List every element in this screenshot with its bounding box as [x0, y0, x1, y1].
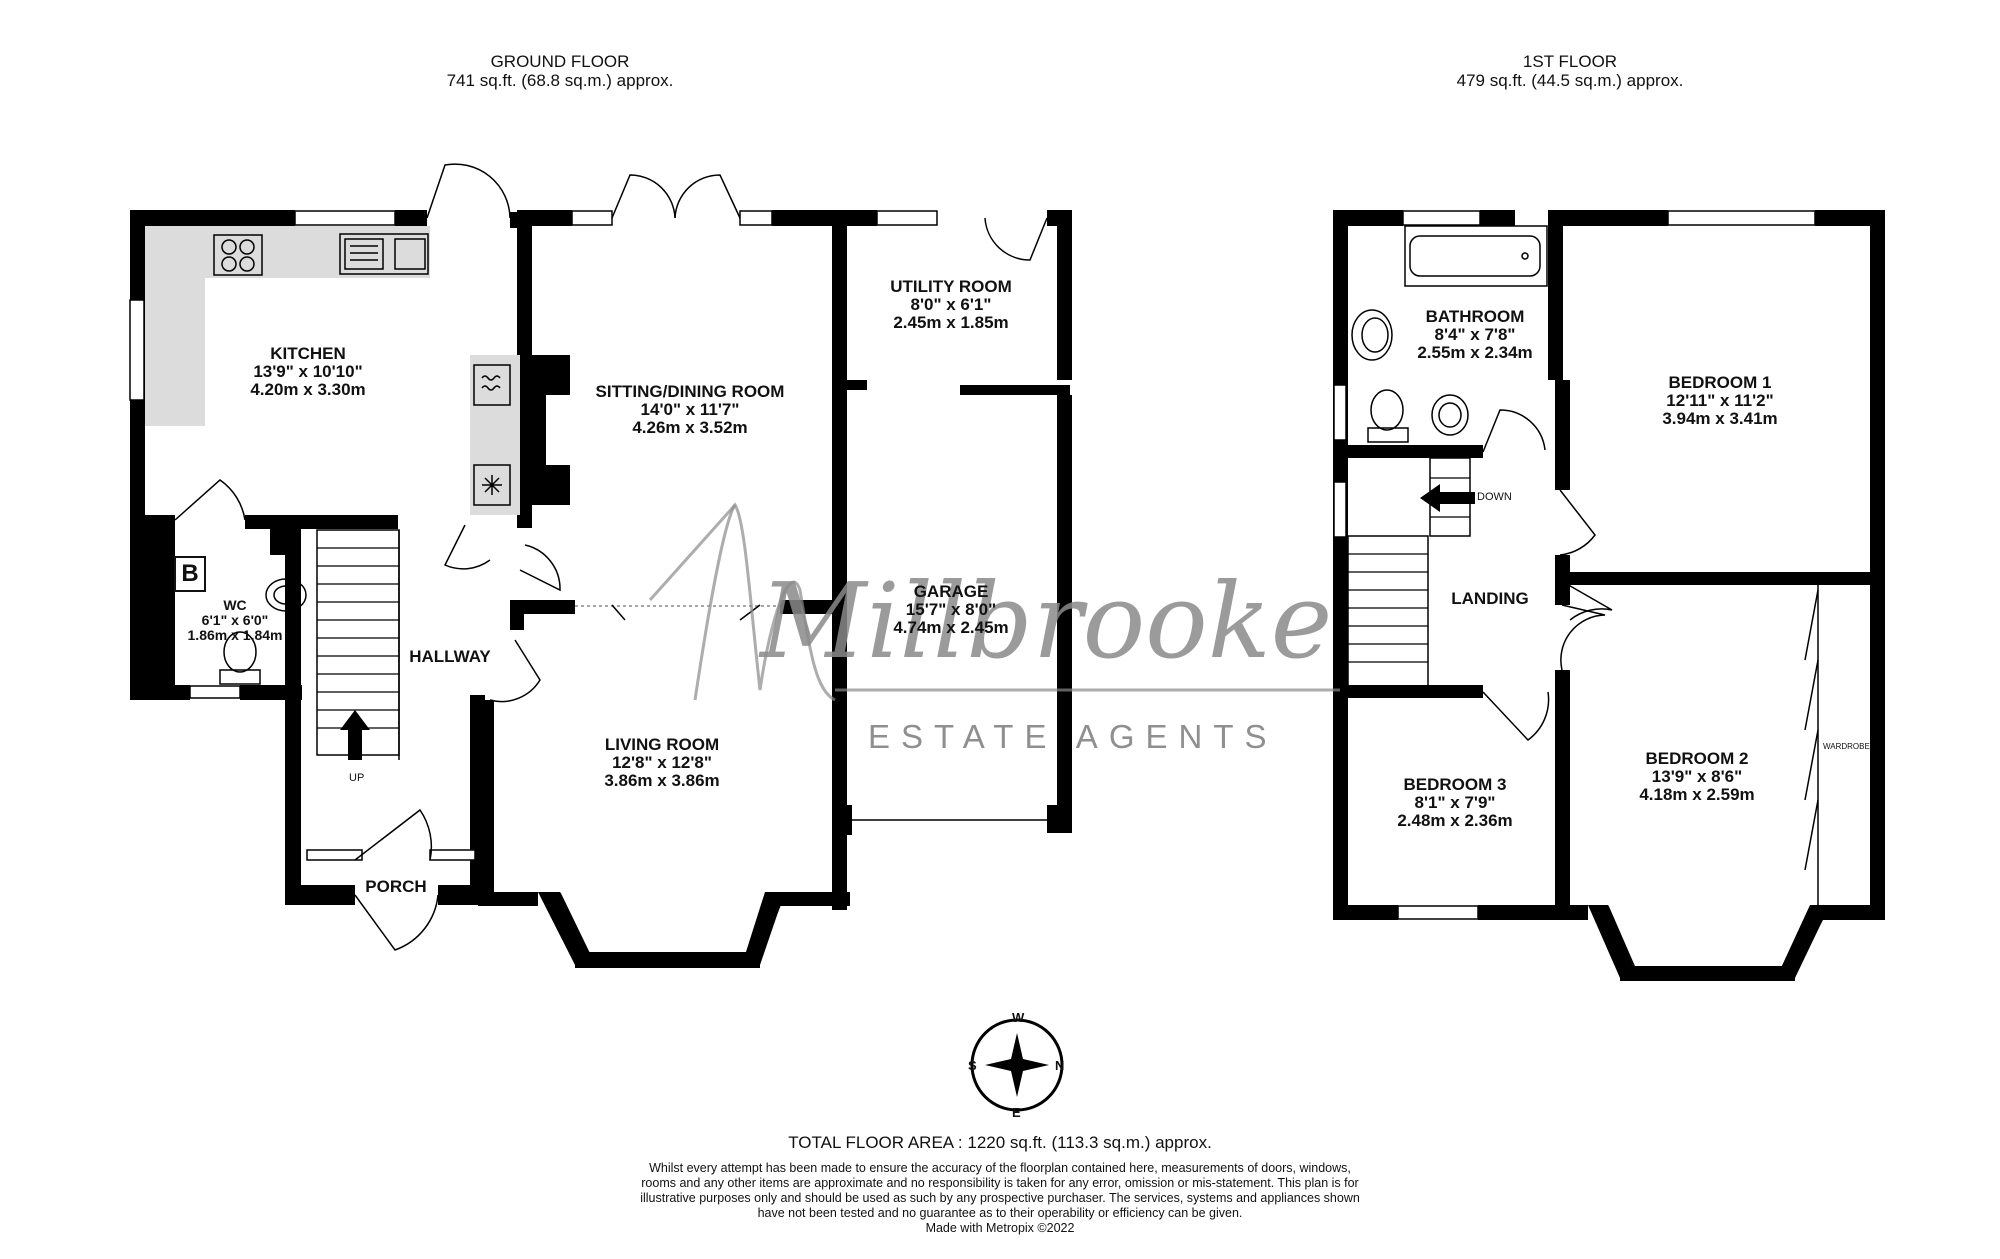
- room-metric: 4.26m x 3.52m: [632, 418, 748, 437]
- room-name: LIVING ROOM: [604, 735, 720, 754]
- room-metric: 4.18m x 2.59m: [1639, 785, 1755, 804]
- room-name: KITCHEN: [270, 344, 346, 363]
- up-arrow-icon: [340, 710, 370, 760]
- room-imperial: 12'11" x 11'2": [1666, 391, 1774, 410]
- room-imperial: 14'0" x 11'7": [640, 400, 740, 419]
- room-imperial: 12'8" x 12'8": [612, 753, 712, 772]
- room-imperial: 6'1" x 6'0": [201, 612, 269, 628]
- first-floor-header: 1ST FLOOR 479 sq.ft. (44.5 sq.m.) approx…: [1430, 52, 1710, 90]
- kitchen-fittings: [213, 233, 511, 756]
- room-metric: 3.94m x 3.41m: [1662, 409, 1778, 428]
- room-imperial: 8'1" x 7'9": [1414, 793, 1496, 812]
- total-floor-area: TOTAL FLOOR AREA : 1220 sq.ft. (113.3 sq…: [788, 1133, 1212, 1152]
- room-name: BEDROOM 3: [1403, 775, 1507, 794]
- room-name: BEDROOM 1: [1668, 373, 1772, 392]
- footer: TOTAL FLOOR AREA : 1220 sq.ft. (113.3 sq…: [640, 1133, 1360, 1235]
- room-imperial: 8'4" x 7'8": [1434, 325, 1516, 344]
- first-stair-treads: [1348, 477, 1470, 663]
- room-name: PORCH: [365, 877, 427, 896]
- room-porch: PORCH: [365, 878, 426, 896]
- ground-floor-area: 741 sq.ft. (68.8 sq.m.) approx.: [446, 71, 674, 90]
- room-name: SITTING/DINING ROOM: [595, 382, 785, 401]
- room-garage: GARAGE 15'7" x 8'0" 4.74m x 2.45m: [893, 583, 1008, 637]
- room-landing: LANDING: [1451, 590, 1528, 608]
- room-metric: 1.86m x 1.84m: [187, 627, 283, 643]
- compass-w: W: [1012, 1010, 1025, 1025]
- compass-icon: [970, 1018, 1064, 1112]
- room-metric: 2.48m x 2.36m: [1397, 811, 1513, 830]
- room-wc: WC 6'1" x 6'0" 1.86m x 1.84m: [188, 598, 283, 643]
- room-imperial: 8'0" x 6'1": [910, 295, 992, 314]
- room-bedroom-1: BEDROOM 1 12'11" x 11'2" 3.94m x 3.41m: [1662, 374, 1777, 428]
- room-metric: 3.86m x 3.86m: [604, 771, 720, 790]
- first-floor-walls: [1333, 210, 1885, 981]
- room-utility: UTILITY ROOM 8'0" x 6'1" 2.45m x 1.85m: [890, 278, 1012, 332]
- watermark-sub: ESTATE AGENTS: [868, 718, 1278, 755]
- doors: [174, 163, 1057, 951]
- compass-e: E: [1012, 1105, 1021, 1120]
- wardrobe-label: WARDROBE: [1823, 742, 1870, 751]
- room-name: BEDROOM 2: [1645, 749, 1749, 768]
- down-arrow-icon: [1420, 484, 1475, 512]
- ground-floor-walls: [130, 210, 1072, 968]
- room-living: LIVING ROOM 12'8" x 12'8" 3.86m x 3.86m: [604, 736, 719, 790]
- room-imperial: 13'9" x 8'6": [1651, 767, 1743, 786]
- room-metric: 2.55m x 2.34m: [1417, 343, 1533, 362]
- watermark-m-flourish: [693, 502, 1340, 702]
- first-floor-windows: [1333, 210, 1831, 974]
- stairs-down-label: DOWN: [1477, 491, 1512, 503]
- room-kitchen: KITCHEN 13'9" x 10'10" 4.20m x 3.30m: [250, 345, 365, 399]
- room-name: LANDING: [1451, 589, 1529, 608]
- windows: [129, 210, 938, 961]
- first-floor-area: 479 sq.ft. (44.5 sq.m.) approx.: [1456, 71, 1684, 90]
- watermark-brand: Millbrooke: [760, 560, 1333, 682]
- room-metric: 4.74m x 2.45m: [893, 618, 1009, 637]
- watermark-m-stroke: [648, 503, 737, 602]
- room-imperial: 15'7" x 8'0": [905, 600, 997, 619]
- made-with: Made with Metropix ©2022: [925, 1221, 1075, 1235]
- room-name: HALLWAY: [409, 647, 491, 666]
- ground-floor-header: GROUND FLOOR 741 sq.ft. (68.8 sq.m.) app…: [435, 52, 685, 90]
- room-hallway: HALLWAY: [409, 648, 491, 666]
- room-name: WC: [223, 597, 247, 613]
- room-metric: 4.20m x 3.30m: [250, 380, 366, 399]
- compass-n: N: [1055, 1058, 1065, 1073]
- ground-stair-treads: [317, 547, 399, 729]
- boiler-icon: B: [174, 556, 206, 592]
- first-floor-title: 1ST FLOOR: [1522, 52, 1618, 71]
- room-name: GARAGE: [913, 582, 989, 601]
- ground-floor-title: GROUND FLOOR: [490, 52, 630, 71]
- stairs-up-label: UP: [349, 772, 365, 784]
- room-sitting-dining: SITTING/DINING ROOM 14'0" x 11'7" 4.26m …: [596, 383, 785, 437]
- disclaimer: Whilst every attempt has been made to en…: [640, 1161, 1360, 1220]
- room-bathroom: BATHROOM 8'4" x 7'8" 2.55m x 2.34m: [1417, 308, 1532, 362]
- compass-s: S: [968, 1058, 977, 1073]
- room-name: UTILITY ROOM: [890, 277, 1012, 296]
- room-bedroom-3: BEDROOM 3 8'1" x 7'9" 2.48m x 2.36m: [1397, 776, 1512, 830]
- room-name: BATHROOM: [1425, 307, 1525, 326]
- room-bedroom-2: BEDROOM 2 13'9" x 8'6" 4.18m x 2.59m: [1639, 750, 1754, 804]
- room-metric: 2.45m x 1.85m: [893, 313, 1009, 332]
- room-imperial: 13'9" x 10'10": [253, 362, 363, 381]
- first-floor-fittings: [1347, 225, 1819, 905]
